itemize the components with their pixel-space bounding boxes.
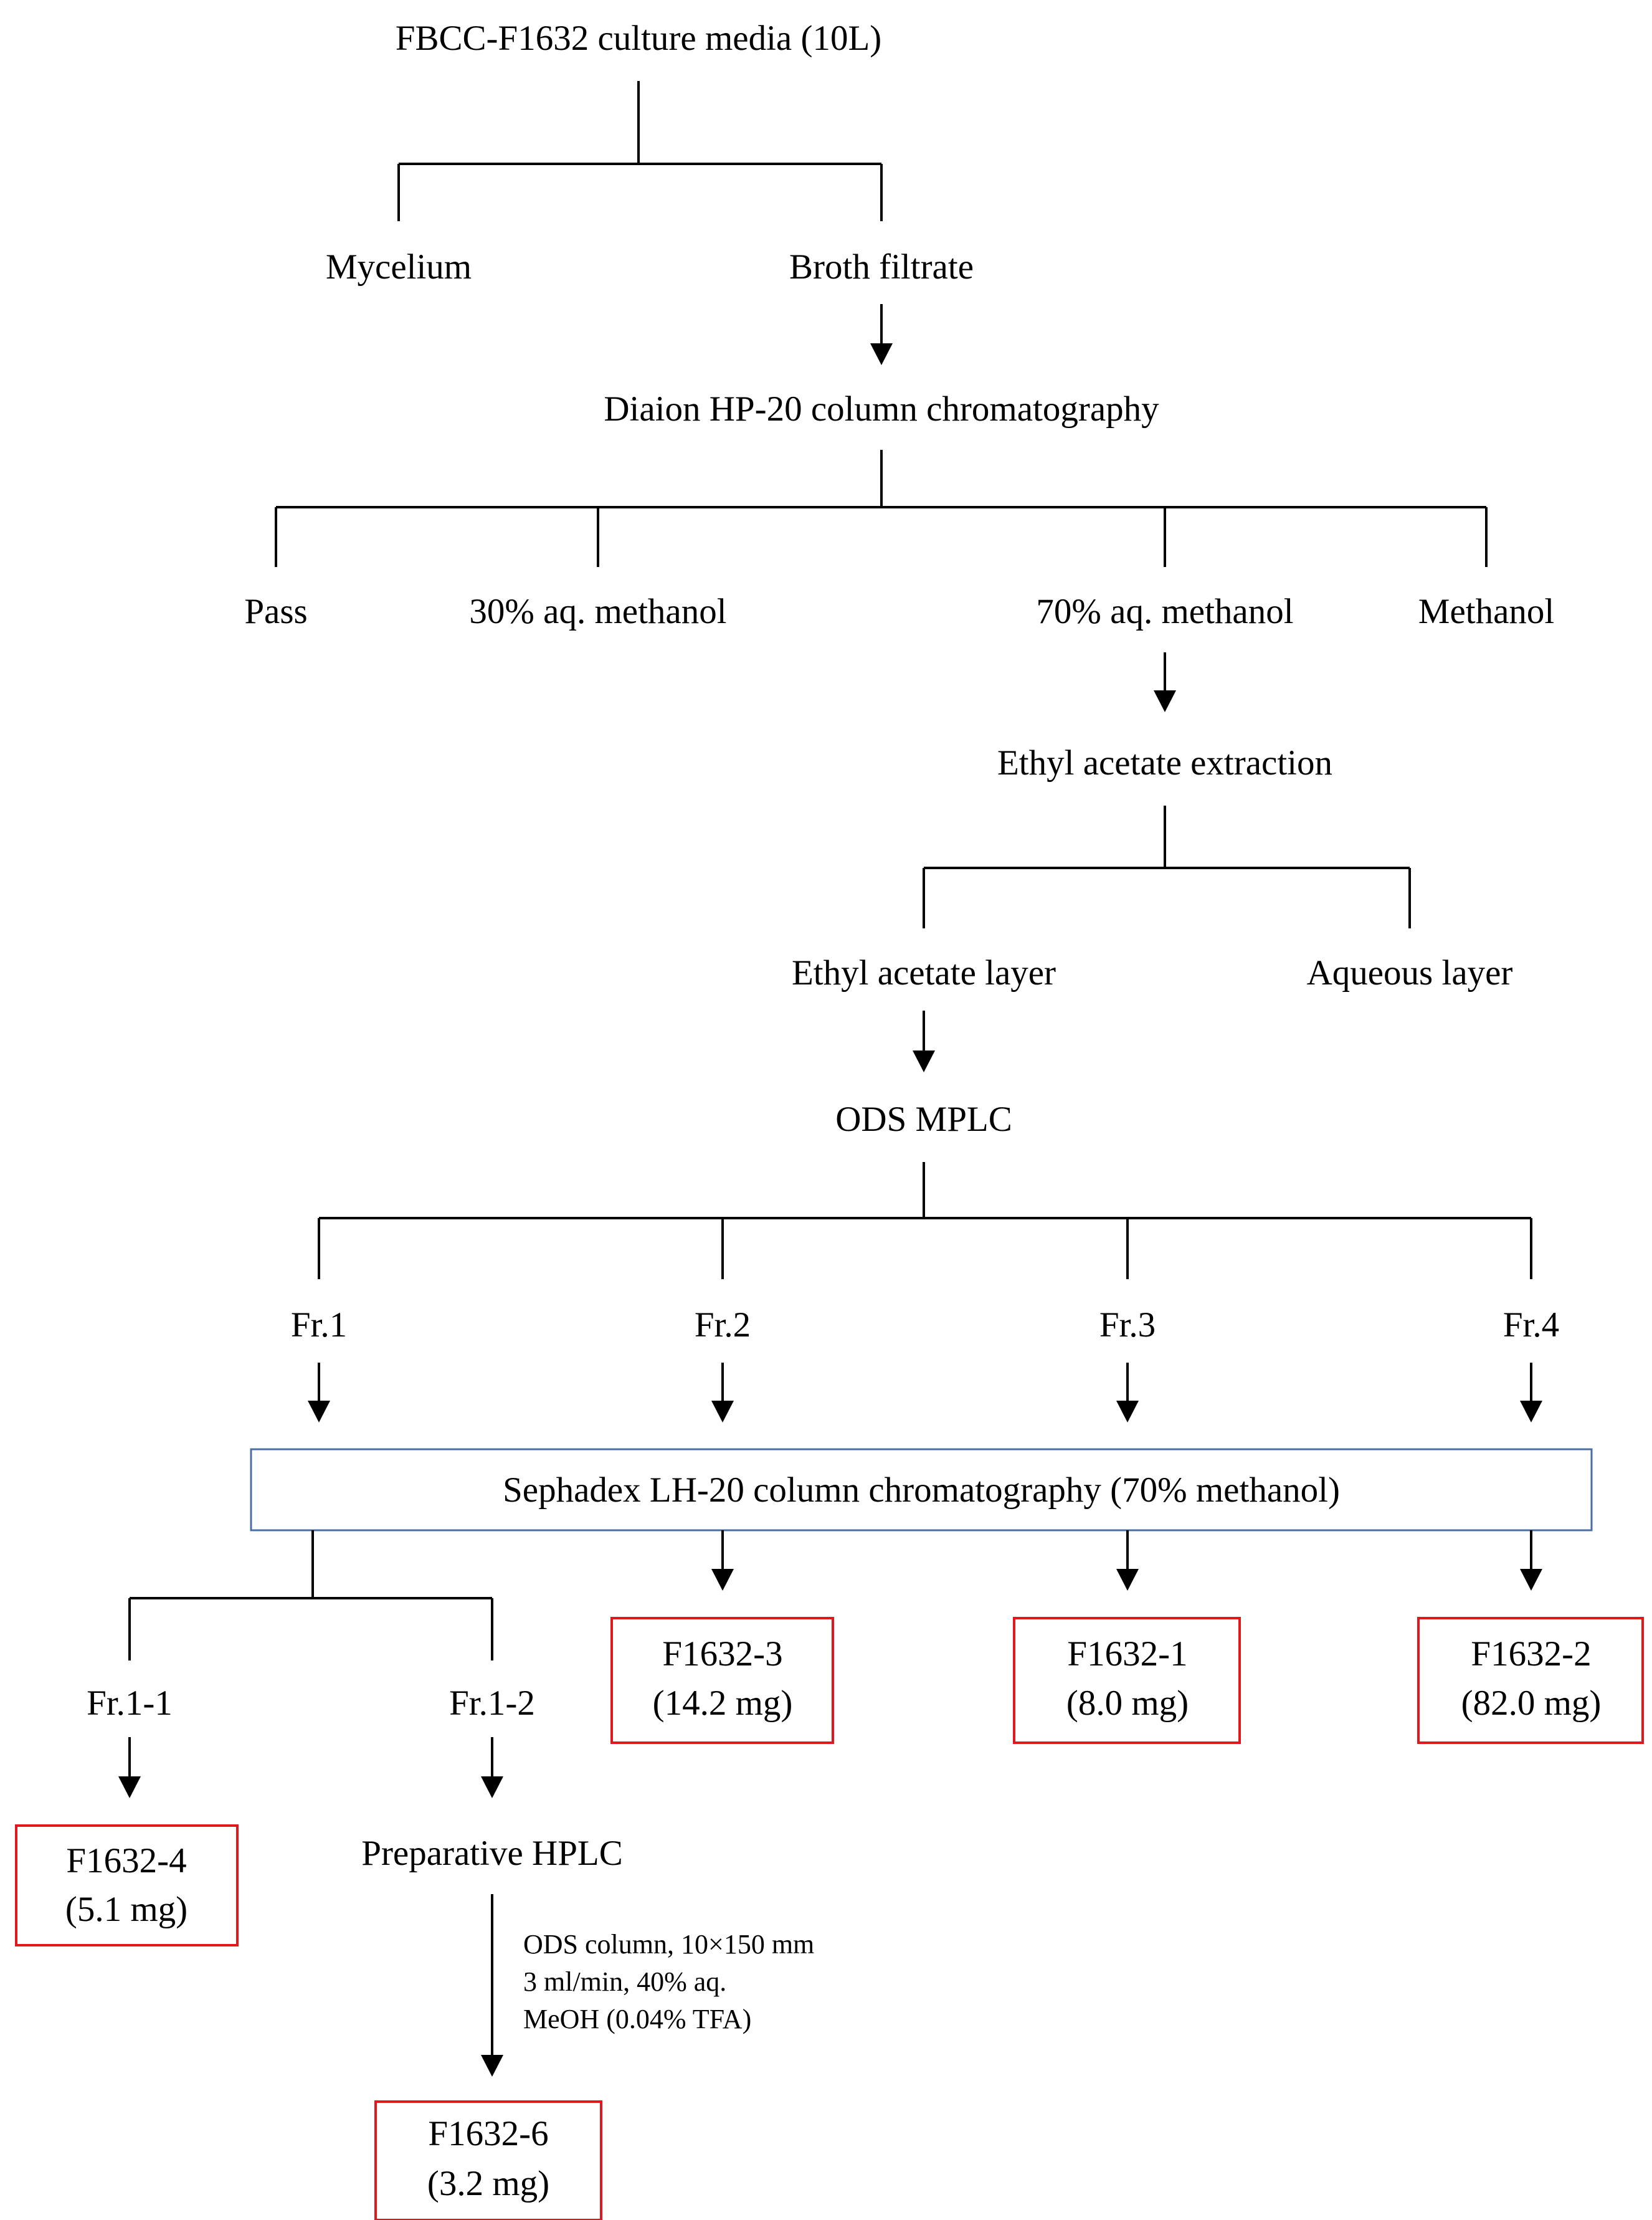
arrow-70-extraction [1154, 652, 1176, 712]
subfraction-1-2: Fr.1-2 [449, 1684, 535, 1723]
compound-mass: (5.1 mg) [65, 1890, 188, 1929]
prep-hplc-label: Preparative HPLC [361, 1834, 622, 1873]
compound-mass: (8.0 mg) [1066, 1684, 1189, 1723]
compound-f1632-1: F1632-1 (8.0 mg) [1013, 1617, 1241, 1744]
compound-name: F1632-1 [1067, 1634, 1187, 1674]
compound-mass: (14.2 mg) [653, 1684, 793, 1723]
hp20-fraction-30-methanol: 30% aq. methanol [469, 592, 726, 631]
aqueous-layer-label: Aqueous layer [1307, 953, 1513, 993]
hplc-condition-1: ODS column, 10×150 mm [523, 1929, 814, 1960]
arrow-layer-mplc [913, 1011, 935, 1072]
connector-sephadex-fr1-split [128, 1530, 493, 1660]
mplc-fraction-1: Fr.1 [291, 1305, 347, 1345]
mplc-fraction-3: Fr.3 [1099, 1305, 1156, 1345]
connector-root-split [397, 81, 883, 221]
hp20-label: Diaion HP-20 column chromatography [604, 389, 1159, 429]
arrow-fr12-hplc [481, 1737, 503, 1798]
hp20-fraction-70-methanol: 70% aq. methanol [1036, 592, 1293, 631]
mplc-fraction-4: Fr.4 [1503, 1305, 1559, 1345]
hplc-condition-2: 3 ml/min, 40% aq. [523, 1966, 726, 1997]
hp20-fraction-pass: Pass [244, 592, 307, 631]
arrow-broth-hp20 [870, 304, 893, 365]
connector-mplc-split [318, 1162, 1532, 1279]
extraction-label: Ethyl acetate extraction [997, 743, 1332, 783]
arrow-fr11-f4 [118, 1737, 141, 1798]
compound-f1632-6: F1632-6 (3.2 mg) [374, 2100, 602, 2220]
arrow-hplc-f6 [481, 1894, 503, 2077]
subfraction-1-1: Fr.1-1 [87, 1684, 173, 1723]
compound-f1632-3: F1632-3 (14.2 mg) [610, 1617, 834, 1744]
sephadex-box [250, 1448, 1593, 1532]
arrows-sephadex-compounds [711, 1530, 1542, 1591]
mycelium-label: Mycelium [326, 247, 472, 287]
sephadex-label: Sephadex LH-20 column chromatography (70… [503, 1470, 1340, 1510]
broth-filtrate-label: Broth filtrate [789, 247, 974, 287]
connector-hp20-split [275, 450, 1488, 567]
mplc-fraction-2: Fr.2 [695, 1305, 751, 1345]
compound-name: F1632-2 [1471, 1634, 1591, 1674]
arrows-fractions-sephadex [308, 1363, 1542, 1422]
root-label: FBCC-F1632 culture media (10L) [396, 19, 882, 58]
hplc-condition-3: MeOH (0.04% TFA) [523, 2004, 751, 2034]
ethyl-acetate-layer-label: Ethyl acetate layer [792, 953, 1056, 993]
compound-mass: (82.0 mg) [1461, 1684, 1602, 1723]
compound-mass: (3.2 mg) [427, 2164, 549, 2203]
compound-name: F1632-3 [662, 1634, 782, 1674]
compound-f1632-2: F1632-2 (82.0 mg) [1417, 1617, 1644, 1744]
hp20-fraction-methanol: Methanol [1418, 592, 1554, 631]
mplc-label: ODS MPLC [835, 1100, 1012, 1139]
compound-name: F1632-4 [66, 1841, 186, 1880]
connector-extraction-split [923, 806, 1411, 928]
compound-name: F1632-6 [428, 2114, 548, 2153]
compound-f1632-4: F1632-4 (5.1 mg) [15, 1824, 239, 1946]
